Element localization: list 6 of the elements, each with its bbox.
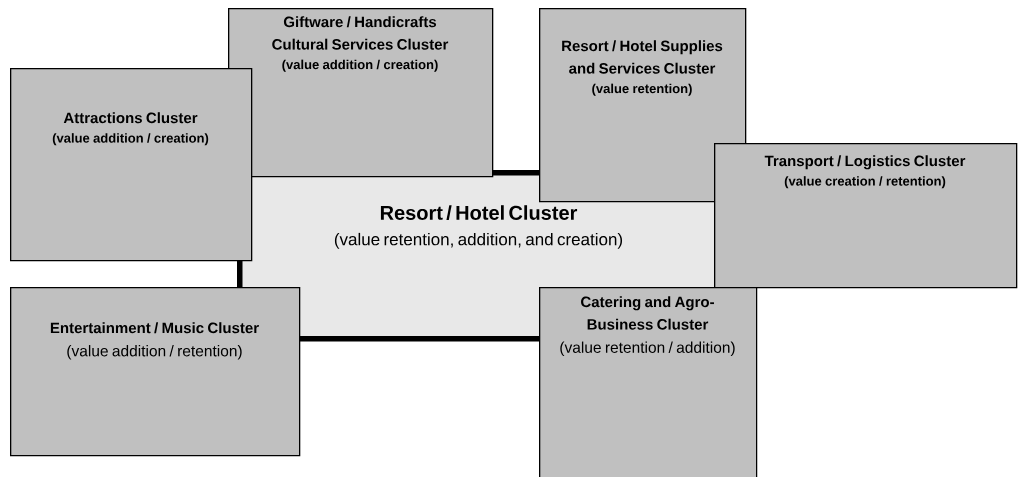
cluster-box: Attractions Cluster (value addition / creation) xyxy=(10,68,253,262)
cluster-box: Giftware / Handicrafts Cultural Services Cluster (value addition / creation) xyxy=(228,8,494,178)
cluster-box: Transport / Logistics Cluster (value creation / retention) xyxy=(714,143,1018,289)
cluster-box: Resort / Hotel Supplies and Services Cluster (value retention) xyxy=(539,8,747,203)
cluster-box: Entertainment / Music Cluster (value addition / retention) xyxy=(10,287,301,457)
cluster-box: Catering and Agro-Business Cluster (value retention / addition) xyxy=(539,287,758,477)
